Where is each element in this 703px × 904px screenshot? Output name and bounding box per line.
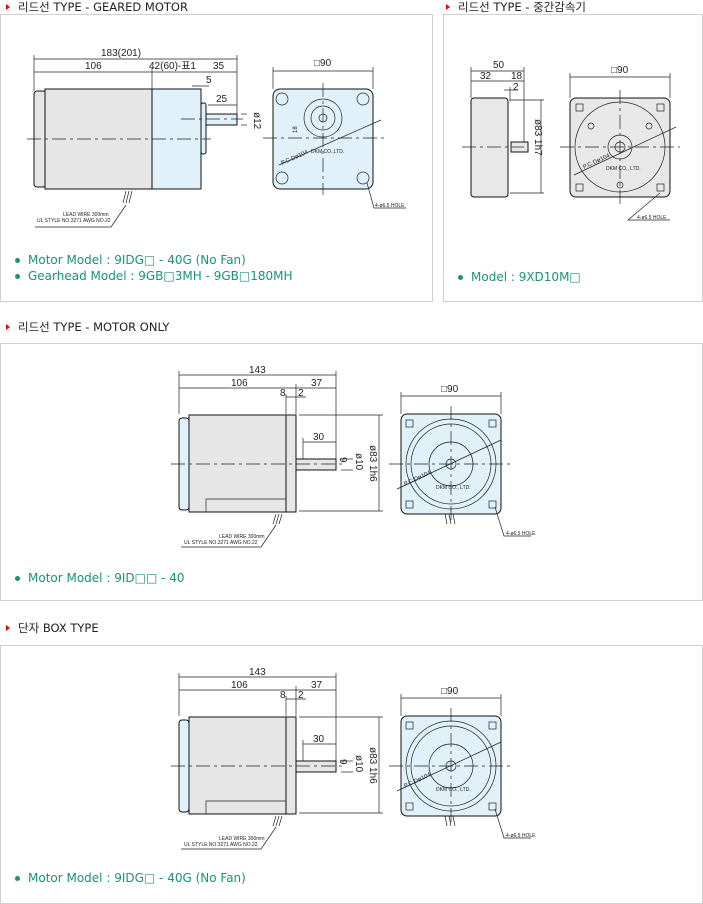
hole-label: 4-ø6.5 HOLE	[506, 531, 536, 537]
lead-wire-label: LEAD WIRE 300mm	[63, 212, 109, 218]
section-title-text: 리드선 TYPE - MOTOR ONLY	[18, 320, 170, 334]
wire-outlet	[205, 498, 286, 512]
motor-body	[188, 716, 287, 815]
arrow-bullet-icon	[446, 4, 450, 10]
hole-leader	[366, 182, 406, 209]
section-title-text: 리드선 TYPE - 중간감속기	[458, 0, 587, 14]
section-title-intermediate-reducer: 리드선 TYPE - 중간감속기	[446, 0, 586, 14]
dim-shaft: 37	[311, 378, 323, 389]
dim-c: 2	[513, 82, 519, 93]
dim-total: 183(201)	[101, 48, 141, 59]
lead-wire-label: LEAD WIRE 300mm	[219, 534, 265, 540]
dim-flat: 9	[337, 457, 348, 463]
bullet-item: Motor Model : 9IDG□ - 40G (No Fan)	[15, 253, 246, 267]
lead-wire-spec: UL STYLE NO.3271 AWG NO.22	[184, 540, 258, 546]
geared-motor-drawing: 183(201) 106 42(60)-표1 35 5 25 ø12 LEAD …	[27, 48, 406, 228]
dim-b: 2	[298, 388, 304, 399]
dim-total: 143	[249, 365, 266, 376]
lead-wire	[181, 513, 283, 548]
lead-wire-label: LEAD WIRE 300mm	[219, 836, 265, 842]
dim-dia: ø83 1h6	[367, 445, 378, 482]
hole-leader	[494, 808, 531, 839]
lead-wire-spec: UL STYLE NO.3271 AWG NO.22	[37, 218, 111, 224]
output-shaft	[295, 458, 337, 471]
intermediate-reducer-panel: 50 32 18 2 ø83 1h7 □90 P.C.Dø104 DKM CO.…	[443, 14, 703, 302]
gearhead-flange	[200, 102, 207, 155]
geared-motor-panel: 183(201) 106 42(60)-표1 35 5 25 ø12 LEAD …	[0, 14, 433, 302]
front-wires	[444, 513, 456, 525]
maker-label: DKM CO., LTD.	[606, 166, 641, 172]
bullet-item: Model : 9XD10M□	[458, 270, 581, 284]
maker-label: DKM CO., LTD.	[436, 485, 471, 491]
section-title-text: 단자 BOX TYPE	[18, 621, 99, 635]
dim-shaft-dia: ø12	[251, 112, 262, 130]
dim-shaft: 37	[311, 680, 323, 691]
arrow-bullet-icon	[6, 4, 10, 10]
dim-dia: ø83 1h6	[367, 747, 378, 784]
dim-step: 5	[206, 75, 212, 86]
dim-square: □90	[441, 384, 459, 395]
dim-motor: 106	[231, 378, 248, 389]
dim-key: 30	[313, 432, 325, 443]
dim-shaft-dia: ø10	[353, 755, 364, 773]
dim-square: □90	[441, 686, 459, 697]
dim-motor: 106	[85, 61, 102, 72]
front-wires	[444, 815, 456, 827]
reducer-body	[470, 97, 509, 198]
bullet-item: Motor Model : 9ID□□ - 40	[15, 571, 185, 585]
bullet-item: Gearhead Model : 9GB□3MH - 9GB□180MH	[15, 269, 293, 283]
dim-total: 143	[249, 667, 266, 678]
hole-label: 4-ø6.5 HOLE	[506, 833, 536, 839]
dim-b: 2	[298, 690, 304, 701]
hole-label: 4-ø6.5 HOLE	[637, 215, 667, 221]
dim-key: 25	[216, 94, 228, 105]
section-title-text: 리드선 TYPE - GEARED MOTOR	[18, 0, 188, 14]
dim-shaft-dia: ø10	[353, 453, 364, 471]
dim-gear: 42(60)-표1	[149, 61, 196, 72]
dim-square: □90	[314, 58, 332, 69]
dim-square: □90	[611, 65, 629, 76]
bullet-item: Motor Model : 9IDG□ - 40G (No Fan)	[15, 871, 246, 885]
dim-key: 30	[313, 734, 325, 745]
lead-wire	[35, 190, 133, 228]
lead-wire-spec: UL STYLE NO.3271 AWG NO.22	[184, 842, 258, 848]
section-title-motor-only: 리드선 TYPE - MOTOR ONLY	[6, 320, 169, 334]
dim-shaft: 35	[213, 61, 225, 72]
dim-a: 8	[280, 388, 286, 399]
dim-height: 18	[293, 126, 299, 133]
dim-motor: 106	[231, 680, 248, 691]
dim-a: 8	[280, 690, 286, 701]
output-shaft	[205, 113, 238, 126]
motor-flange	[285, 414, 297, 513]
lead-wire	[181, 815, 283, 850]
output-shaft	[295, 760, 337, 773]
dim-total: 50	[493, 60, 505, 71]
arrow-bullet-icon	[6, 625, 10, 631]
hole-leader	[494, 506, 531, 537]
dim-flat: 9	[337, 759, 348, 765]
section-title-terminal-box: 단자 BOX TYPE	[6, 621, 99, 635]
terminal-box-panel: 143 106 37 8 2 30 9 ø10 ø83 1h6 LEAD WIR…	[0, 645, 703, 904]
arrow-bullet-icon	[6, 324, 10, 330]
motor-drawing: 143 106 37 8 2 30 9 ø10 ø83 1h6 LEAD WIR…	[171, 667, 536, 850]
hole-leader	[627, 192, 670, 221]
dim-b: 18	[511, 71, 523, 82]
maker-label: DKM.CO.,LTD.	[311, 149, 344, 155]
hole-label: 4-ø6.5 HOLE	[375, 203, 405, 209]
wire-outlet	[205, 800, 286, 814]
motor-only-panel: 143 106 37 8 2 30 9 ø10 ø83 1h6 LEAD WIR…	[0, 343, 703, 601]
motor-body	[188, 414, 287, 513]
reducer-drawing: 50 32 18 2 ø83 1h7 □90 P.C.Dø104 DKM CO.…	[462, 60, 680, 221]
motor-drawing: 143 106 37 8 2 30 9 ø10 ø83 1h6 LEAD WIR…	[171, 365, 536, 548]
dimension-lines	[33, 55, 247, 126]
motor-flange	[285, 716, 297, 815]
dim-a: 32	[480, 71, 492, 82]
dim-dia: ø83 1h7	[532, 119, 543, 156]
section-title-geared-motor: 리드선 TYPE - GEARED MOTOR	[6, 0, 188, 14]
maker-label: DKM CO., LTD.	[436, 787, 471, 793]
